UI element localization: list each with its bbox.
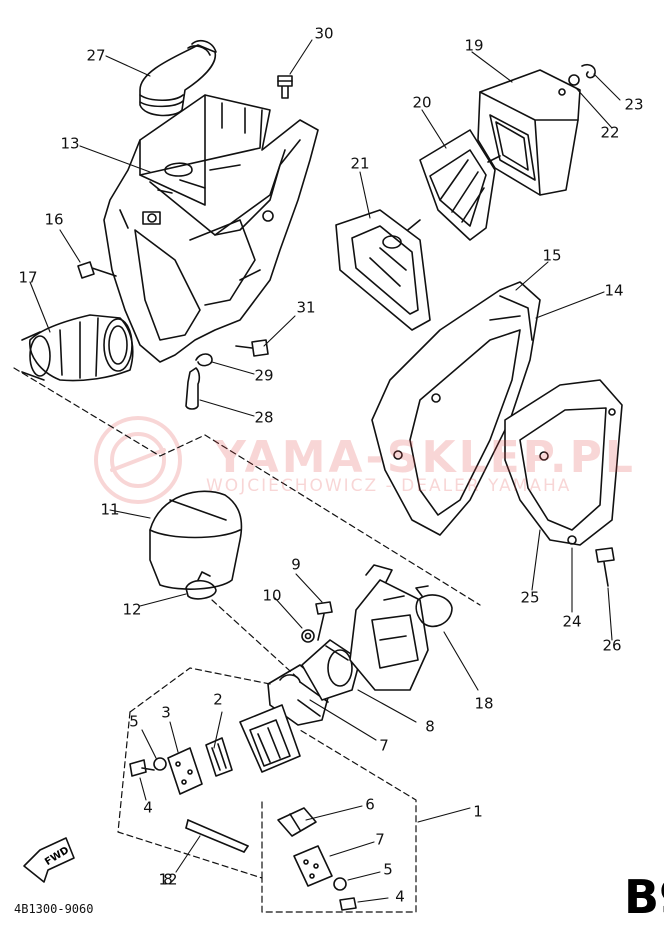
bolt-part-32 (277, 75, 293, 99)
callout-7: 7 (375, 830, 385, 849)
screw-part-5 (153, 757, 347, 891)
screw-part-4 (129, 759, 357, 911)
callout-31: 29 (254, 366, 274, 385)
section-code: B9 (624, 870, 664, 924)
reed-valve-part-6 (277, 807, 317, 837)
callout-4-right: 4 (395, 887, 405, 906)
watermark-dealer-line: WOJCIECHOWICZ - DEALER YAMAHA (206, 476, 572, 496)
fwd-arrow-icon (23, 837, 75, 883)
callout-24: 22 (600, 123, 620, 142)
air-filter-part-13 (149, 490, 243, 590)
callout-8: 8 (163, 870, 173, 889)
callout-30: 28 (254, 408, 274, 427)
drain-tube-part-30 (185, 367, 201, 410)
carburetor-joint-part-10 (301, 639, 361, 701)
side-cover-part-16 (504, 379, 623, 546)
carburetor-assembly (349, 564, 429, 691)
callout-33: 31 (296, 298, 316, 317)
callout-23: 21 (350, 154, 370, 173)
callout-10: 8 (425, 717, 435, 736)
callout-28: 26 (602, 636, 622, 655)
air-box-part-15 (103, 94, 319, 363)
callout-3: 3 (161, 703, 171, 722)
callout-20: 18 (474, 694, 494, 713)
callout-26: 24 (562, 612, 582, 631)
side-cover-part-17 (371, 281, 541, 536)
callout-5-left: 5 (129, 712, 139, 731)
intake-duct-part-29 (139, 39, 217, 117)
bolt-part-11 (315, 601, 333, 641)
callout-32: 30 (314, 24, 334, 43)
callout-19: 17 (18, 268, 38, 287)
callout-5-right: 5 (383, 860, 393, 879)
callout-21: 19 (464, 36, 484, 55)
watermark-brand: YAMA-SKLEP.PL (214, 432, 636, 483)
callout-4-left: 4 (143, 798, 153, 817)
bolt-part-33 (235, 339, 269, 357)
callout-17: 15 (542, 246, 562, 265)
callout-1: 1 (473, 802, 483, 821)
washer-part-24 (568, 74, 580, 86)
callout-14: 12 (122, 600, 142, 619)
hose-clamp-part-14 (185, 571, 217, 600)
callout-12: 10 (262, 586, 282, 605)
washer-part-12 (301, 629, 315, 643)
callout-2: 2 (213, 690, 223, 709)
reed-valve-stopper-part-7 (293, 845, 333, 887)
drawing-code: 4B1300-9060 (14, 902, 94, 916)
reed-valve-stopper-part-3 (167, 747, 203, 795)
clip-part-31 (195, 353, 213, 367)
screw-part-28 (595, 547, 615, 587)
clip-part-25 (581, 63, 596, 79)
callout-6: 6 (365, 795, 375, 814)
reed-valve-body (239, 704, 301, 773)
callout-29: 27 (86, 46, 106, 65)
callout-15: 13 (60, 134, 80, 153)
callout-22: 20 (412, 93, 432, 112)
watermark-emblem (94, 416, 182, 504)
callout-18: 16 (44, 210, 64, 229)
callout-13: 11 (100, 500, 120, 519)
reed-valve-part-2 (205, 737, 233, 777)
leader-lines (29, 39, 621, 903)
callout-9: 7 (379, 736, 389, 755)
callout-11: 9 (291, 555, 301, 574)
gasket-part-8 (185, 819, 249, 853)
air-filter-element-part-21 (477, 69, 581, 196)
callout-16: 14 (604, 281, 624, 300)
filter-seat-part-23 (335, 209, 431, 331)
assembly-boundary-lines (13, 367, 481, 913)
callout-8-label: 12 (158, 870, 178, 889)
callout-27: 25 (520, 588, 540, 607)
hose-band-part-20 (415, 585, 453, 628)
carburetor-joint-part-19 (21, 314, 134, 382)
callout-25: 23 (624, 95, 644, 114)
bolt-part-18 (77, 261, 117, 279)
